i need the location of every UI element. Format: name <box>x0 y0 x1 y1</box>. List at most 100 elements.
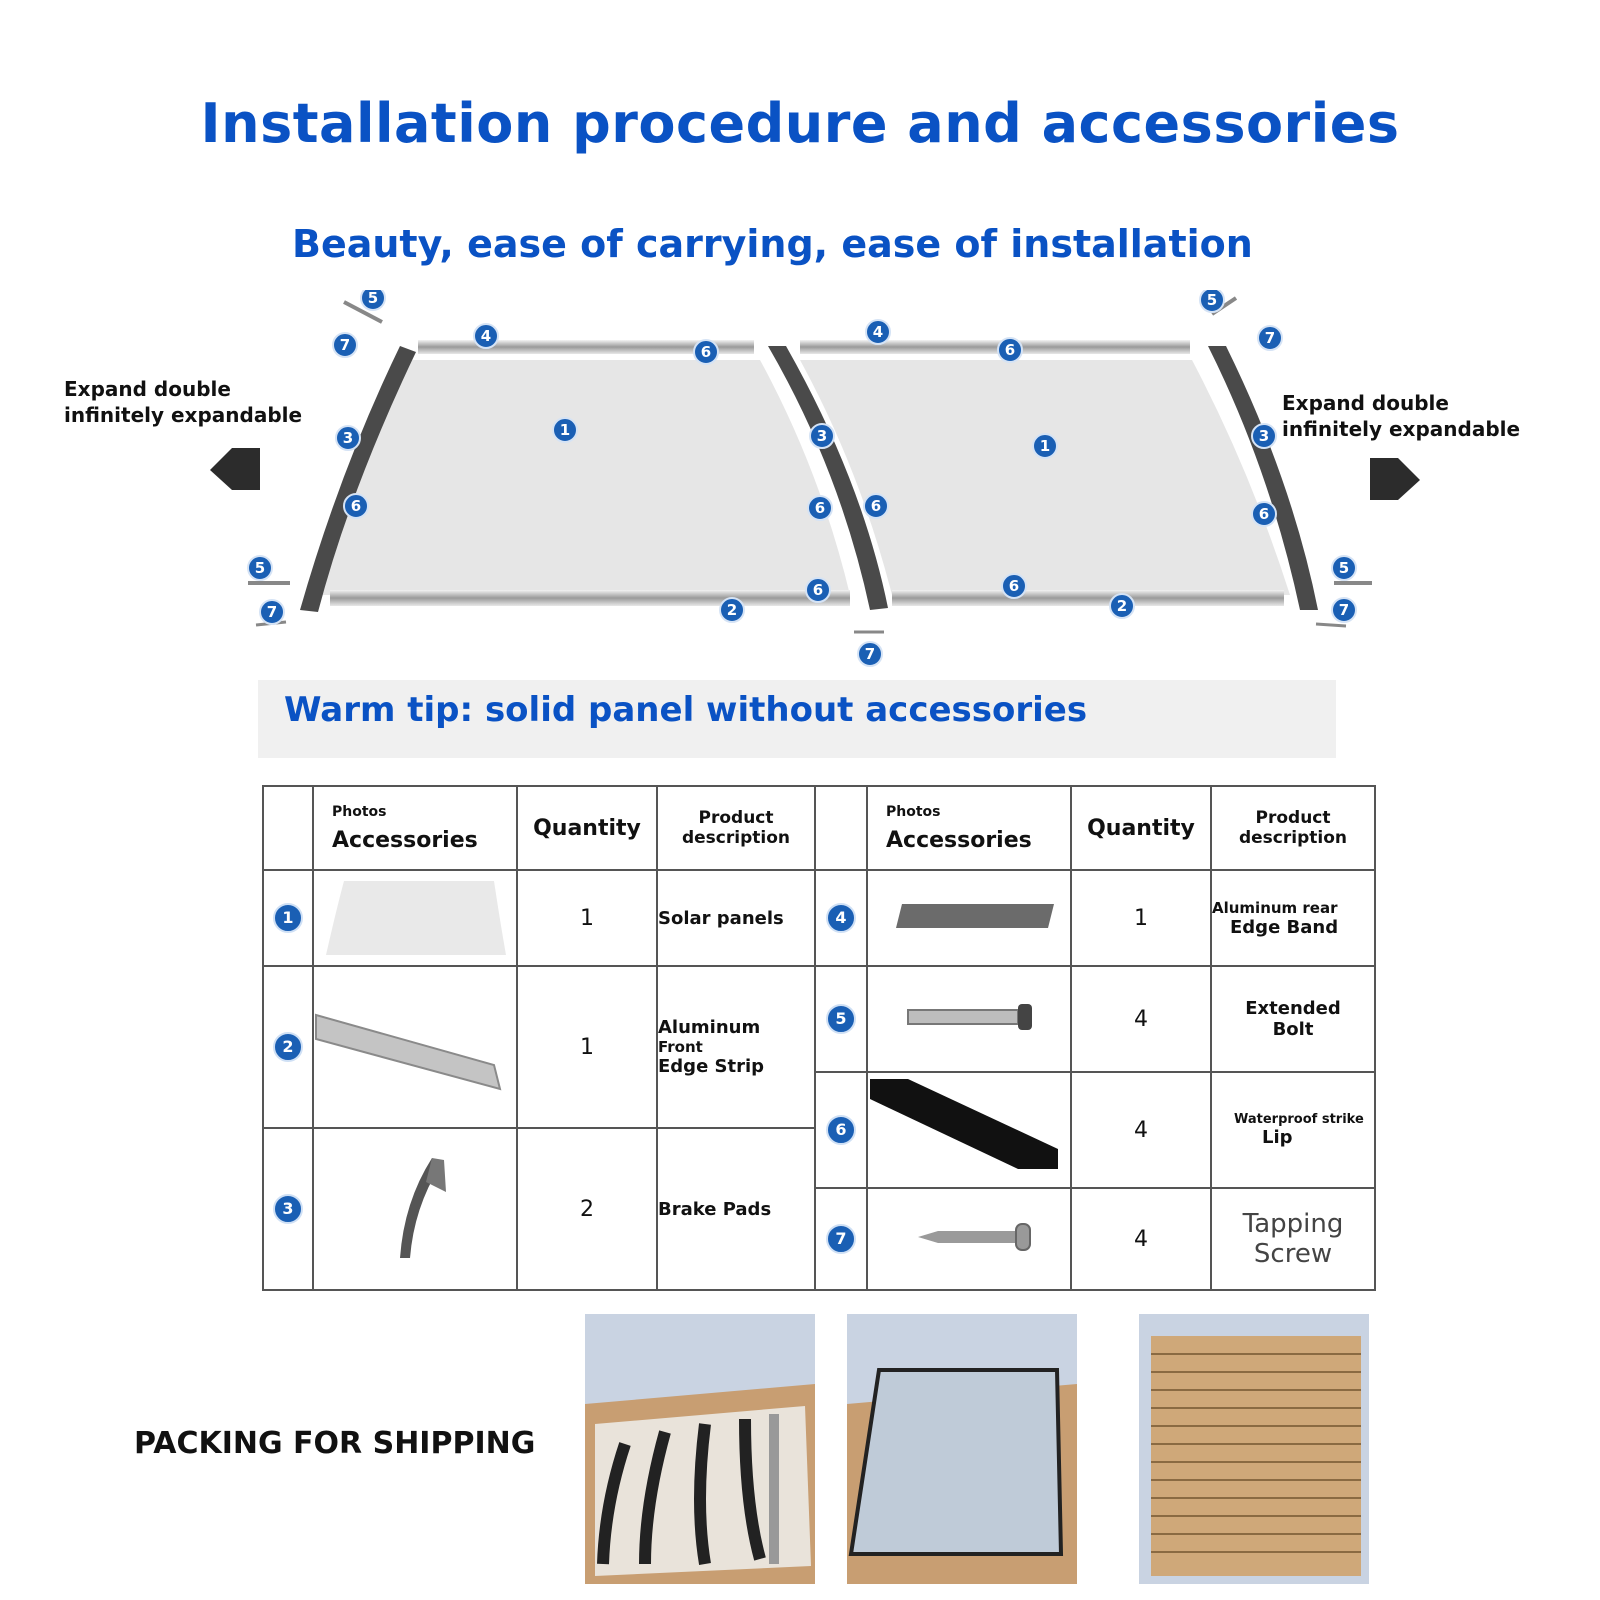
row-num-3: 3 <box>262 1127 314 1291</box>
qty-1: 1 <box>516 869 658 967</box>
left-note-line-2: infinitely expandable <box>64 403 303 427</box>
marker-6-g: 6 <box>1001 573 1027 599</box>
table-row-spacer: 6 4 Waterproof strike Lip <box>263 1071 1376 1189</box>
marker-7-a: 7 <box>332 332 358 358</box>
table-row: 1 1 Solar panels 4 1 Aluminum rear Edge … <box>262 869 1376 967</box>
svg-text:4: 4 <box>873 323 883 341</box>
bracket-left <box>300 346 416 612</box>
desc-4: Aluminum rear Edge Band <box>1210 869 1376 967</box>
panel-2 <box>800 360 1290 595</box>
photo-waterproof-lip <box>866 1071 1072 1189</box>
svg-text:7: 7 <box>340 336 350 354</box>
marker-6-h: 6 <box>1251 501 1277 527</box>
marker-6-c: 6 <box>805 577 831 603</box>
svg-text:6: 6 <box>1005 341 1015 359</box>
solar-panel-icon <box>326 881 506 955</box>
svg-text:5: 5 <box>1339 559 1349 577</box>
bracket-middle <box>768 346 888 610</box>
marker-5-c: 5 <box>1199 290 1225 313</box>
top-rail-2 <box>800 340 1190 354</box>
svg-text:6: 6 <box>351 497 361 515</box>
tip-text: Warm tip: solid panel without accessorie… <box>284 690 1088 730</box>
table-row-spacer: 2 1 Aluminum Front Edge Strip 5 4 Extend… <box>262 965 1376 1129</box>
panel-1 <box>322 360 850 595</box>
marker-2-b: 2 <box>1109 593 1135 619</box>
tip-box <box>258 680 1336 758</box>
header-quantity-right: Quantity <box>1070 785 1212 871</box>
marker-5-d: 5 <box>1331 555 1357 581</box>
photo-solar-panel <box>312 869 518 967</box>
top-rail-1 <box>418 340 754 354</box>
marker-7-e: 7 <box>1331 597 1357 623</box>
qty-5: 4 <box>1070 965 1212 1073</box>
left-note-line-1: Expand double <box>64 377 231 401</box>
header-num-left <box>262 785 314 871</box>
svg-text:6: 6 <box>815 499 825 517</box>
bracket-right <box>1208 346 1318 610</box>
svg-text:5: 5 <box>1207 291 1217 309</box>
desc-5: Extended Bolt <box>1210 965 1376 1073</box>
table-header-row: Photos Accessories Quantity Product desc… <box>262 785 1376 871</box>
photo-tapping-screw <box>866 1187 1072 1291</box>
photo-front-edge-strip <box>312 965 518 1129</box>
svg-text:6: 6 <box>813 581 823 599</box>
svg-text:2: 2 <box>727 601 737 619</box>
left-arrow-icon <box>210 448 260 490</box>
marker-7-c: 7 <box>857 641 883 667</box>
page-title: Installation procedure and accessories <box>200 92 1400 155</box>
header-photos-label: Photos <box>886 803 941 820</box>
svg-text:3: 3 <box>1259 427 1269 445</box>
marker-1-a: 1 <box>552 417 578 443</box>
svg-text:7: 7 <box>865 645 875 663</box>
right-arrow-icon <box>1370 458 1420 500</box>
edge-strip-icon <box>315 1013 502 1091</box>
qty-4: 1 <box>1070 869 1212 967</box>
marker-3-b: 3 <box>809 423 835 449</box>
header-photos-label: Photos <box>332 803 387 820</box>
bolt-icon <box>907 1004 1032 1030</box>
svg-text:3: 3 <box>343 429 353 447</box>
svg-text:5: 5 <box>255 559 265 577</box>
canopy-diagram: 5 7 4 6 3 1 6 5 7 2 6 3 6 6 7 4 6 1 6 2 … <box>210 290 1420 667</box>
svg-text:6: 6 <box>871 497 881 515</box>
qty-3: 2 <box>516 1127 658 1291</box>
svg-text:1: 1 <box>1040 437 1050 455</box>
right-note-line-1: Expand double <box>1282 391 1449 415</box>
row-num-6: 6 <box>814 1071 868 1189</box>
desc-1: Solar panels <box>656 869 816 967</box>
photo-packed-brackets <box>585 1314 815 1584</box>
screw-icon <box>918 1223 1031 1251</box>
bracket-icon <box>400 1158 446 1258</box>
marker-5-a: 5 <box>360 290 386 311</box>
desc-3: Brake Pads <box>656 1127 816 1291</box>
desc-6: Waterproof strike Lip <box>1210 1071 1376 1189</box>
edge-band-icon <box>896 904 1054 928</box>
marker-6-a: 6 <box>693 339 719 365</box>
svg-text:2: 2 <box>1117 597 1127 615</box>
marker-4-b: 4 <box>865 319 891 345</box>
header-accessories-left: Photos Accessories <box>312 785 518 871</box>
table-row: 7 4 Tapping Screw <box>263 1187 1376 1291</box>
svg-text:6: 6 <box>1009 577 1019 595</box>
marker-6-e: 6 <box>863 493 889 519</box>
marker-2-a: 2 <box>719 597 745 623</box>
desc-7: Tapping Screw <box>1210 1187 1376 1291</box>
photo-rear-edge-band <box>866 869 1072 967</box>
row-num-4: 4 <box>814 869 868 967</box>
table-row: 3 2 Brake Pads <box>262 1127 1375 1291</box>
svg-text:6: 6 <box>1259 505 1269 523</box>
header-num-right <box>814 785 868 871</box>
marker-3-a: 3 <box>335 425 361 451</box>
accessories-table: Photos Accessories Quantity Product desc… <box>262 785 1376 1291</box>
photo-brake-pad <box>312 1127 518 1291</box>
header-accessories-right: Photos Accessories <box>866 785 1072 871</box>
packing-label: PACKING FOR SHIPPING <box>134 1426 536 1461</box>
qty-6: 4 <box>1070 1071 1212 1189</box>
row-num-5: 5 <box>814 965 868 1073</box>
marker-5-b: 5 <box>247 555 273 581</box>
marker-6-d: 6 <box>807 495 833 521</box>
marker-6-b: 6 <box>343 493 369 519</box>
photo-packed-panel <box>847 1314 1077 1584</box>
svg-text:6: 6 <box>701 343 711 361</box>
svg-text:7: 7 <box>1339 601 1349 619</box>
